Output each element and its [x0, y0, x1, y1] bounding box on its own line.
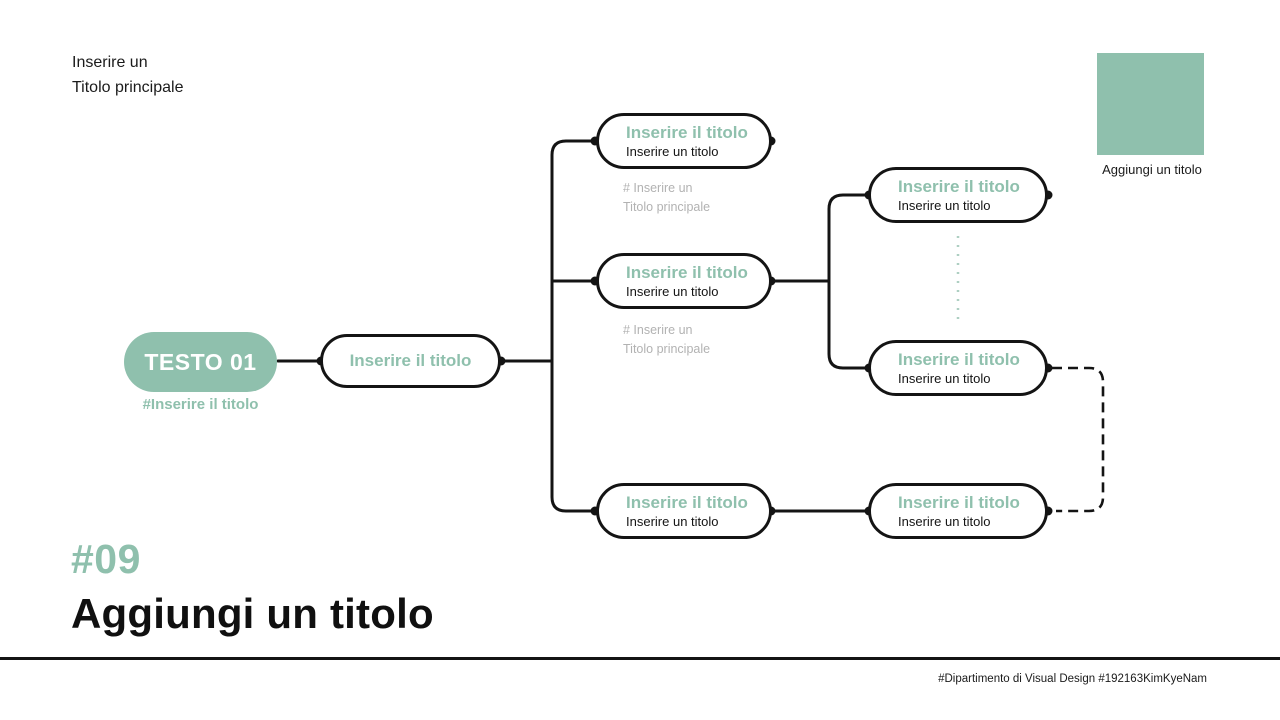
branch-note-line2: Titolo principale	[623, 342, 711, 356]
footer-divider	[0, 657, 1280, 660]
branch-subtitle: Inserire un titolo	[898, 197, 991, 213]
branch-note-line1: # Inserire un	[623, 181, 693, 195]
branch-subtitle: Inserire un titolo	[626, 143, 719, 159]
branch-note-line1: # Inserire un	[623, 323, 693, 337]
branch-node-top: Inserire il titolo Inserire un titolo	[596, 113, 772, 169]
branch-title: Inserire il titolo	[626, 262, 748, 282]
header-note-line2: Titolo principale	[72, 79, 184, 96]
branch-node-bottom-right: Inserire il titolo Inserire un titolo	[868, 483, 1048, 539]
branch-title: Inserire il titolo	[898, 492, 1020, 512]
swatch-caption: Aggiungi un titolo	[1102, 162, 1202, 177]
branch-subtitle: Inserire un titolo	[626, 513, 719, 529]
branch-subtitle: Inserire un titolo	[898, 513, 991, 529]
branch-node-middle: Inserire il titolo Inserire un titolo	[596, 253, 772, 309]
connector-line	[827, 193, 867, 370]
branch-subtitle: Inserire un titolo	[626, 283, 719, 299]
slide-title: Aggiungi un titolo	[71, 590, 434, 637]
header-note: Inserire un Titolo principale	[72, 50, 183, 100]
branch-node-right-top: Inserire il titolo Inserire un titolo	[868, 167, 1048, 223]
hub-node-title: Inserire il titolo	[349, 351, 472, 370]
branch-note-top: # Inserire un Titolo principale	[623, 179, 710, 217]
branch-title: Inserire il titolo	[626, 492, 748, 512]
hub-node: Inserire il titolo	[320, 334, 501, 388]
header-note-line1: Inserire un	[72, 54, 148, 71]
connector-dashed-line	[1052, 366, 1105, 513]
root-node-label: TESTO 01	[144, 348, 257, 375]
branch-note-line2: Titolo principale	[623, 200, 711, 214]
connector-line	[550, 139, 598, 513]
branch-node-bottom-left: Inserire il titolo Inserire un titolo	[596, 483, 772, 539]
root-node-tag: #Inserire il titolo	[142, 396, 259, 413]
image-placeholder-swatch	[1097, 53, 1204, 155]
branch-title: Inserire il titolo	[898, 349, 1020, 369]
footer-credit: #Dipartimento di Visual Design #192163Ki…	[938, 673, 1207, 685]
branch-title: Inserire il titolo	[626, 122, 748, 142]
branch-node-right-middle: Inserire il titolo Inserire un titolo	[868, 340, 1048, 396]
slide-number: #09	[71, 536, 141, 582]
branch-title: Inserire il titolo	[898, 176, 1020, 196]
branch-note-middle: # Inserire un Titolo principale	[623, 321, 710, 359]
branch-subtitle: Inserire un titolo	[898, 370, 991, 386]
root-node: TESTO 01	[124, 332, 277, 392]
